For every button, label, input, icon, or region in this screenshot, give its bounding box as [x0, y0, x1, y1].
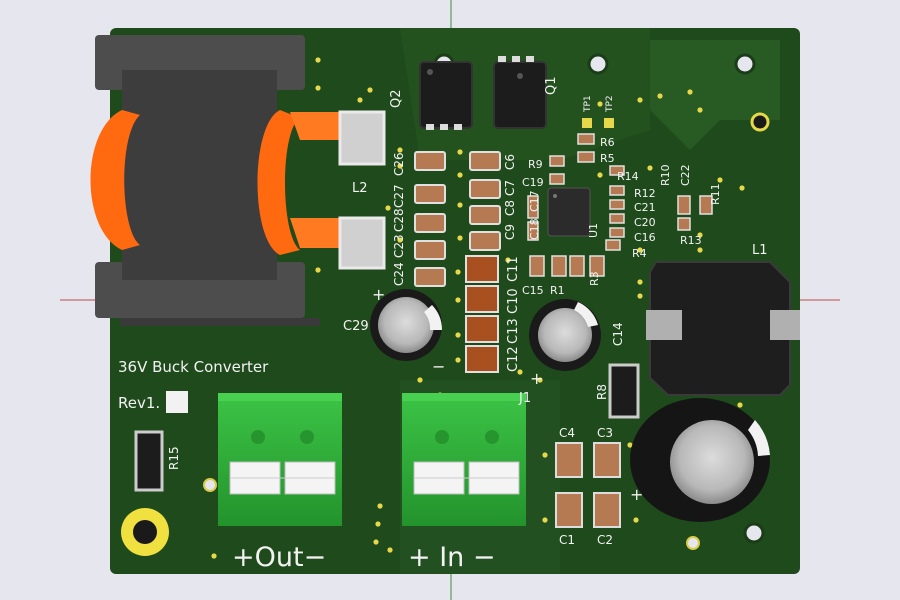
terminal-in-label: + In − — [408, 542, 496, 573]
ref-c26: C26 — [392, 152, 406, 176]
board-title: 36V Buck Converter — [118, 358, 269, 376]
ref-r1: R1 — [550, 284, 565, 297]
ref-r14: R14 — [617, 170, 639, 183]
ref-r5: R5 — [600, 152, 615, 165]
ref-r12: R12 — [634, 187, 656, 200]
terminal-block-in[interactable] — [402, 393, 526, 526]
ref-r10: R10 — [659, 164, 672, 186]
ref-c13: C13 — [506, 318, 521, 344]
ref-c4: C4 — [559, 426, 575, 440]
electrolytic-cap-c29 — [370, 289, 443, 361]
ref-c10: C10 — [506, 288, 521, 314]
mosfet-q1 — [493, 56, 547, 129]
c14-plus: + — [530, 369, 543, 388]
small-passives — [527, 133, 713, 277]
ref-c6: C6 — [503, 154, 517, 170]
cin-plus: + — [630, 485, 643, 504]
inductor-l2 — [90, 35, 386, 326]
ref-q2: Q2 — [389, 89, 404, 108]
ref-c17: C17 — [528, 190, 541, 212]
ref-r6: R6 — [600, 136, 615, 149]
ref-c27: C27 — [392, 184, 406, 208]
ref-l1: L1 — [752, 243, 768, 258]
mosfet-q2 — [419, 61, 473, 130]
ref-c14: C14 — [611, 322, 625, 346]
ref-c16: C16 — [634, 231, 656, 244]
ref-c28: C28 — [392, 208, 406, 232]
ref-r8: R8 — [595, 384, 609, 400]
ref-c19: C19 — [522, 176, 544, 189]
electrolytic-cap-input — [630, 398, 770, 522]
electrolytic-cap-c14 — [529, 299, 601, 371]
c29-minus: − — [432, 357, 445, 376]
terminal-out-label: +Out− — [232, 542, 326, 573]
ref-r3: R3 — [588, 271, 601, 286]
inductor-l1 — [646, 261, 800, 396]
ground-ring-pad — [121, 508, 169, 556]
ref-c18: C18 — [528, 218, 541, 240]
controller-u1 — [547, 187, 591, 237]
ref-c1: C1 — [559, 533, 575, 547]
ref-c20: C20 — [634, 216, 656, 229]
ref-c24: C24 — [392, 262, 406, 286]
ref-c15: C15 — [522, 284, 544, 297]
ref-tp2: TP2 — [605, 95, 615, 113]
cap-c1-c4 — [555, 442, 621, 528]
ref-tp1: TP1 — [583, 95, 593, 113]
tantalum-cap-bank — [465, 255, 499, 373]
ref-u1: U1 — [587, 223, 600, 238]
ref-r13: R13 — [680, 234, 702, 247]
board-revision: Rev1. — [118, 394, 160, 412]
ref-c11: C11 — [506, 256, 521, 282]
ref-c29: C29 — [343, 319, 369, 334]
ref-c12: C12 — [506, 346, 521, 372]
ref-c2: C2 — [597, 533, 613, 547]
ref-c9: C9 — [503, 224, 517, 240]
ref-r9: R9 — [528, 158, 543, 171]
ref-c23: C23 — [392, 234, 406, 258]
ref-r11: R11 — [709, 183, 722, 205]
ref-j1: J1 — [518, 391, 531, 406]
ref-c7: C7 — [503, 180, 517, 196]
ref-r4: R4 — [632, 247, 647, 260]
revision-box — [166, 391, 188, 413]
ref-c3: C3 — [597, 426, 613, 440]
ref-c21: C21 — [634, 201, 656, 214]
ref-r15: R15 — [167, 446, 181, 470]
ceramic-cap-bank — [414, 151, 501, 287]
resistor-r15 — [134, 430, 164, 492]
ref-c8: C8 — [503, 200, 517, 216]
test-points — [582, 118, 614, 128]
ref-l2: L2 — [352, 181, 368, 196]
ref-q1: Q1 — [544, 76, 559, 95]
resistor-r8 — [608, 363, 640, 419]
terminal-block-out[interactable] — [218, 393, 342, 526]
c29-plus: + — [372, 285, 385, 304]
ref-c22: C22 — [679, 164, 692, 186]
